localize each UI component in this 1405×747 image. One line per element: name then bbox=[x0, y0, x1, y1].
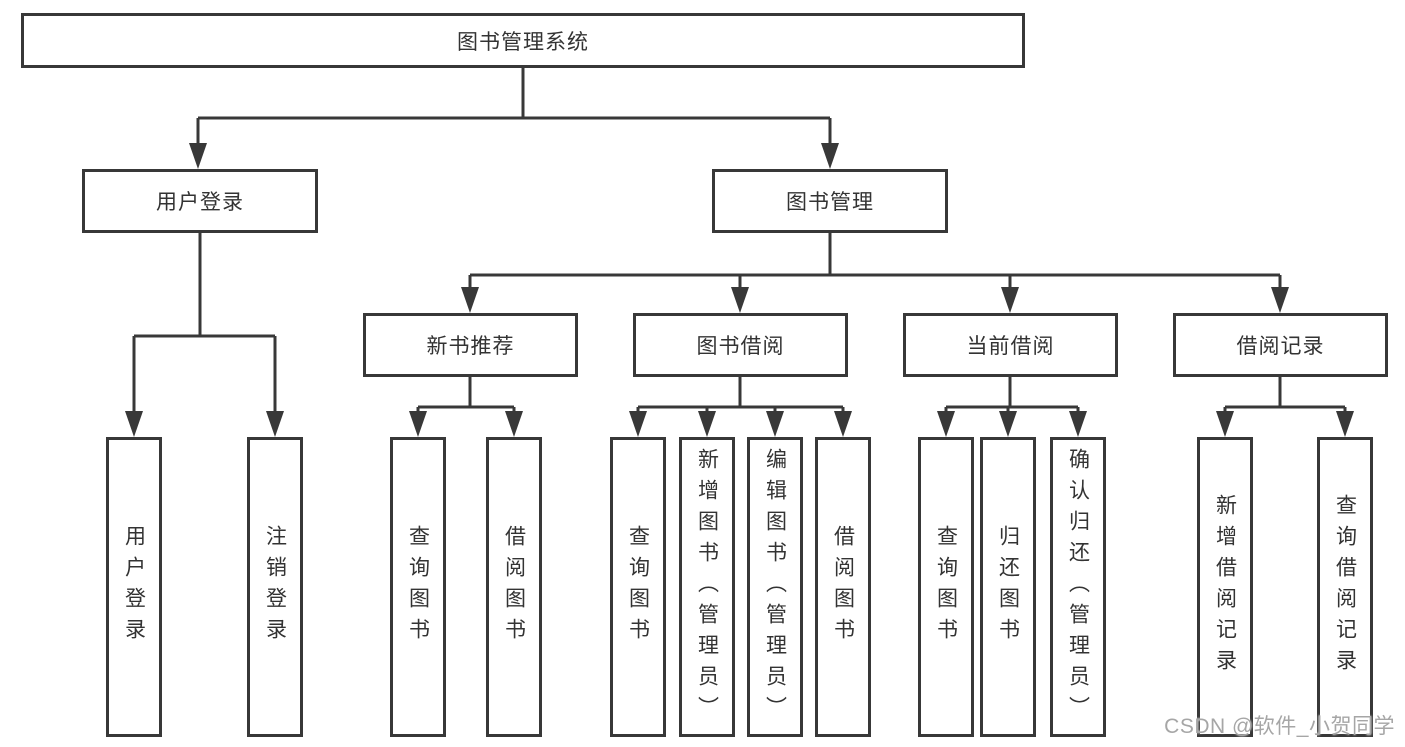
node-bb-edit-book-label: 编辑图书（管理员） bbox=[763, 447, 787, 727]
node-book-borrow-label: 图书借阅 bbox=[696, 335, 785, 358]
node-user-login: 用户登录 bbox=[82, 169, 318, 233]
node-bb-query-book: 查询图书 bbox=[610, 437, 666, 737]
node-cb-return-book-label: 归还图书 bbox=[996, 525, 1020, 649]
node-bb-borrow-book-label: 借阅图书 bbox=[831, 525, 855, 649]
arrowhead-icon bbox=[1271, 287, 1289, 313]
node-br-add-record-label: 新增借阅记录 bbox=[1213, 494, 1237, 680]
arrowhead-icon bbox=[937, 411, 955, 437]
node-bb-add-book: 新增图书（管理员） bbox=[679, 437, 735, 737]
node-br-query-record-label: 查询借阅记录 bbox=[1333, 494, 1357, 680]
node-rec-query-book: 查询图书 bbox=[390, 437, 446, 737]
node-borrow-records: 借阅记录 bbox=[1173, 313, 1388, 377]
arrowheads bbox=[125, 143, 1354, 437]
node-br-query-record: 查询借阅记录 bbox=[1317, 437, 1373, 737]
node-root-label: 图书管理系统 bbox=[457, 30, 589, 54]
node-borrow-records-label: 借阅记录 bbox=[1236, 335, 1325, 358]
node-bb-query-book-label: 查询图书 bbox=[626, 525, 650, 649]
arrowhead-icon bbox=[999, 411, 1017, 437]
node-book-mgmt: 图书管理 bbox=[712, 169, 948, 233]
node-rec-query-book-label: 查询图书 bbox=[406, 525, 430, 649]
node-cb-query-book: 查询图书 bbox=[918, 437, 974, 737]
node-logout-label: 注销登录 bbox=[263, 525, 287, 649]
node-current-borrow-label: 当前借阅 bbox=[966, 335, 1055, 358]
arrowhead-icon bbox=[1216, 411, 1234, 437]
arrowhead-icon bbox=[505, 411, 523, 437]
arrowhead-icon bbox=[125, 411, 143, 437]
node-bb-borrow-book: 借阅图书 bbox=[815, 437, 871, 737]
node-login-label: 用户登录 bbox=[122, 525, 146, 649]
node-rec-borrow-book-label: 借阅图书 bbox=[502, 525, 526, 649]
arrowhead-icon bbox=[1336, 411, 1354, 437]
node-rec-borrow-book: 借阅图书 bbox=[486, 437, 542, 737]
arrowhead-icon bbox=[409, 411, 427, 437]
node-cb-confirm-return: 确认归还（管理员） bbox=[1050, 437, 1106, 737]
arrowhead-icon bbox=[266, 411, 284, 437]
node-bb-edit-book: 编辑图书（管理员） bbox=[747, 437, 803, 737]
node-bb-add-book-label: 新增图书（管理员） bbox=[695, 447, 719, 727]
node-current-borrow: 当前借阅 bbox=[903, 313, 1118, 377]
arrowhead-icon bbox=[461, 287, 479, 313]
node-book-borrow: 图书借阅 bbox=[633, 313, 848, 377]
arrowhead-icon bbox=[629, 411, 647, 437]
arrowhead-icon bbox=[698, 411, 716, 437]
node-cb-query-book-label: 查询图书 bbox=[934, 525, 958, 649]
node-br-add-record: 新增借阅记录 bbox=[1197, 437, 1253, 737]
arrowhead-icon bbox=[834, 411, 852, 437]
node-cb-confirm-return-label: 确认归还（管理员） bbox=[1066, 447, 1090, 727]
node-logout: 注销登录 bbox=[247, 437, 303, 737]
arrowhead-icon bbox=[731, 287, 749, 313]
arrowhead-icon bbox=[189, 143, 207, 169]
arrowhead-icon bbox=[1069, 411, 1087, 437]
node-login: 用户登录 bbox=[106, 437, 162, 737]
arrowhead-icon bbox=[821, 143, 839, 169]
arrowhead-icon bbox=[1001, 287, 1019, 313]
node-new-book-rec-label: 新书推荐 bbox=[426, 335, 515, 358]
node-cb-return-book: 归还图书 bbox=[980, 437, 1036, 737]
watermark: CSDN @软件_小贺同学 bbox=[1164, 715, 1395, 738]
arrowhead-icon bbox=[766, 411, 784, 437]
node-new-book-rec: 新书推荐 bbox=[363, 313, 578, 377]
node-root: 图书管理系统 bbox=[21, 13, 1025, 68]
node-user-login-label: 用户登录 bbox=[156, 191, 244, 214]
node-book-mgmt-label: 图书管理 bbox=[786, 191, 874, 214]
